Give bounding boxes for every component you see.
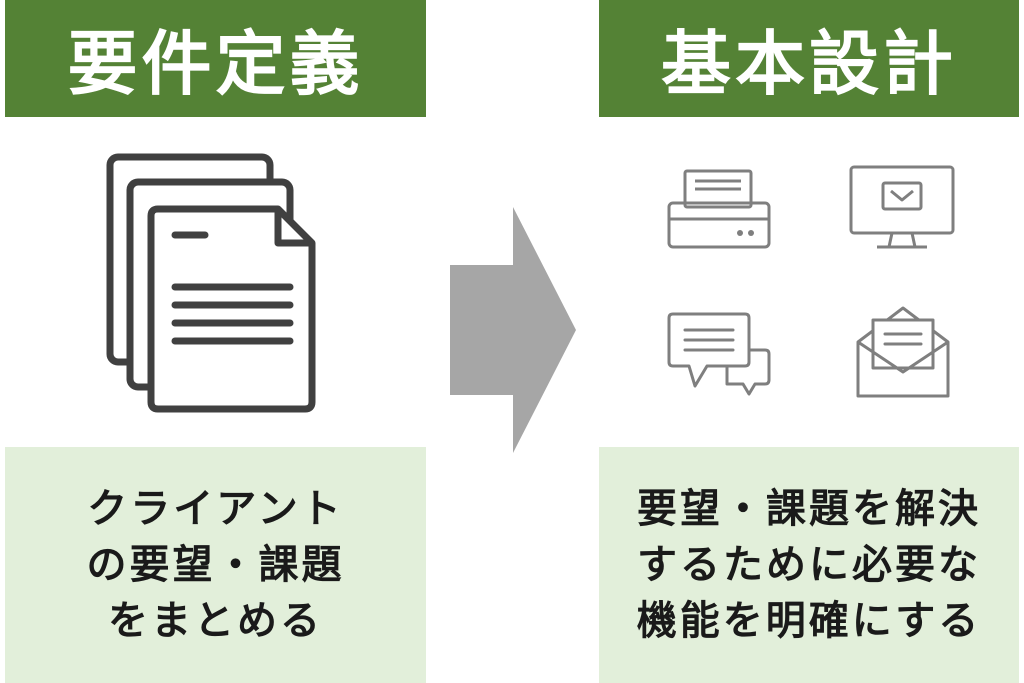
requirements-header: 要件定義 [5,0,426,117]
monitor-icon [849,165,955,249]
arrow-right-icon [450,207,576,453]
basic-design-description: 要望・課題を解決 するために必要な 機能を明確にする [599,447,1019,683]
basic-design-header: 基本設計 [599,0,1019,117]
description-line: の要望・課題 [86,542,345,588]
description-line: 要望・課題を解決 [637,486,981,532]
documents-icon [106,153,316,413]
basic-design-title: 基本設計 [661,23,957,105]
mail-icon [856,306,950,398]
description-line: 機能を明確にする [636,598,982,644]
description-line: クライアント [87,486,344,532]
printer-icon [667,169,771,249]
requirements-title: 要件定義 [67,23,364,105]
chat-icon [667,312,771,396]
requirements-description: クライアント の要望・課題 をまとめる [5,447,426,683]
description-line: するために必要な [637,542,981,588]
description-line: をまとめる [108,598,323,644]
